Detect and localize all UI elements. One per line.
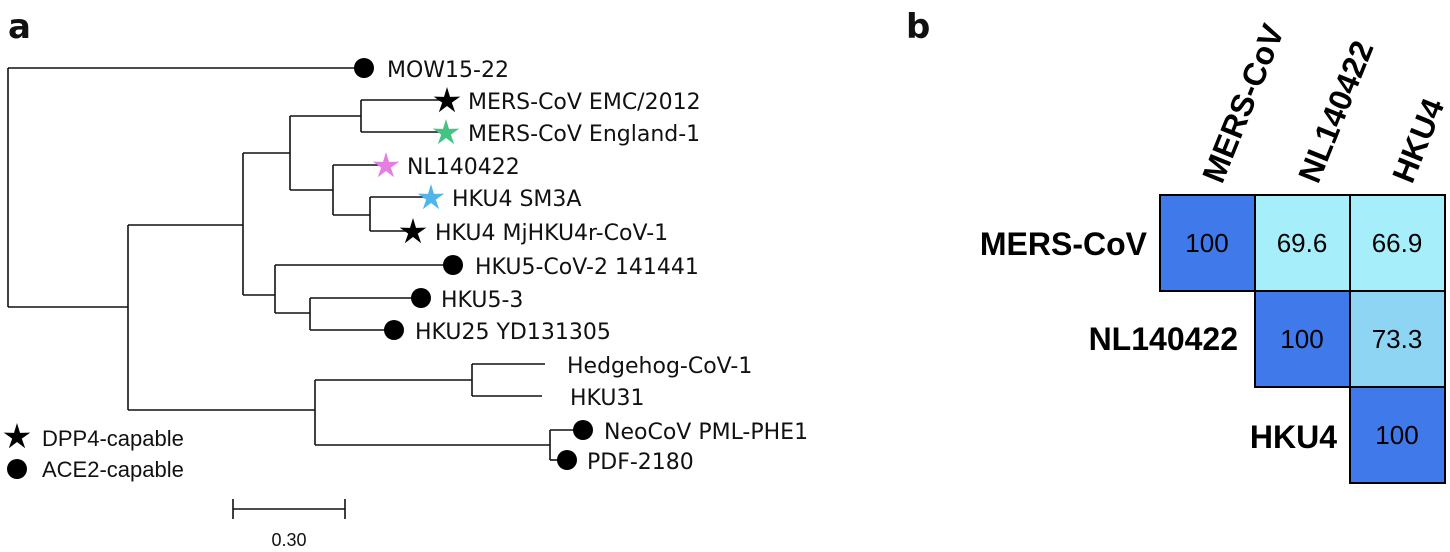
matrix-value-r2-c2: 100 [1280,324,1323,354]
column-header-hku4: HKU4 [1385,93,1450,187]
matrix-value-r3-c3: 100 [1375,420,1418,450]
panel-b-label: b [906,7,930,47]
leaf-label-hku4-sm3a: HKU4 SM3A [452,187,581,212]
matrix-value-r2-c3: 73.3 [1372,324,1423,354]
legend-dpp4-label: DPP4-capable [42,426,184,451]
column-header-nl140422: NL140422 [1291,36,1380,188]
row-header-mers-cov: MERS-CoV [980,226,1148,262]
legend-ace2-label: ACE2-capable [42,457,184,482]
leaf-label-hku25: HKU25 YD131305 [415,320,611,345]
phylogenetic-tree [7,67,582,461]
leaf-label-hku31: HKU31 [570,386,644,411]
matrix-value-r1-c2: 69.6 [1277,228,1328,258]
leaf-label-mow: MOW15-22 [387,58,509,83]
star-marker-hku4-mj [399,218,427,244]
leaf-label-nl140422: NL140422 [407,155,520,180]
identity-matrix: 100 69.6 66.9 100 73.3 100 [1159,194,1446,484]
leaf-markers [354,58,593,470]
star-marker-nl140422 [372,152,400,178]
leaf-label-hedgehog: Hedgehog-CoV-1 [567,354,752,379]
circle-marker-hku25 [384,320,404,340]
scale-bar: 0.30 [232,499,346,550]
circle-marker-pdf2180 [557,450,577,470]
matrix-cell-r1-c3 [1349,194,1446,292]
panel-b: b MERS-CoV NL140422 HKU4 MERS-CoV NL1404… [906,7,1450,484]
scale-bar-line [232,499,346,519]
circle-marker-hku5-3 [411,288,431,308]
matrix-value-r1-c1: 100 [1185,228,1228,258]
matrix-cell-r1-c1 [1159,194,1256,292]
circle-marker-hku5-cov2 [443,255,463,275]
matrix-value-r1-c3: 66.9 [1372,228,1423,258]
matrix-cell-r3-c3 [1349,386,1446,484]
leaf-label-hku4-mj: HKU4 MjHKU4r-CoV-1 [435,221,668,246]
star-marker-hku4-sm3a [417,184,445,210]
star-marker-mers-eng [432,119,460,145]
panel-a-label: a [8,7,31,47]
star-marker-mers-emc [433,87,461,113]
scale-bar-label: 0.30 [271,530,306,550]
leaf-labels: MOW15-22 MERS-CoV EMC/2012 MERS-CoV Engl… [387,58,808,475]
leaf-label-hku5-3: HKU5-3 [441,288,523,313]
circle-marker-mow [354,58,374,78]
row-header-nl140422: NL140422 [1089,321,1238,357]
leaf-label-hku5-cov2: HKU5-CoV-2 141441 [475,255,699,280]
legend-circle-icon [7,459,27,479]
panel-a: a [3,7,808,550]
row-header-hku4: HKU4 [1250,419,1337,455]
leaf-label-mers-emc: MERS-CoV EMC/2012 [468,90,701,115]
legend: DPP4-capable ACE2-capable [3,423,184,482]
column-header-mers-cov: MERS-CoV [1195,19,1291,188]
circle-marker-neocov [573,420,593,440]
matrix-cell-r1-c2 [1254,194,1351,292]
leaf-label-neocov: NeoCoV PML-PHE1 [604,420,808,445]
leaf-label-mers-eng: MERS-CoV England-1 [468,122,700,147]
legend-star-icon [3,423,31,449]
leaf-label-pdf2180: PDF-2180 [587,450,694,475]
